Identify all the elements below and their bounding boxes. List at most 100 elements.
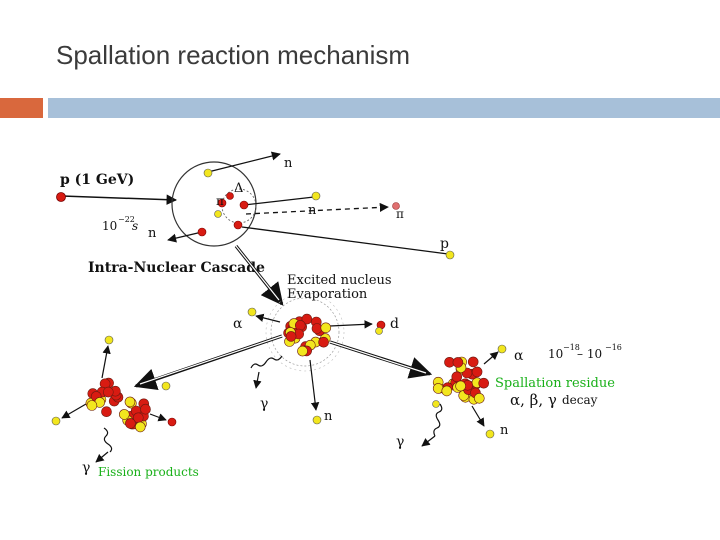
gamma-residue-wave bbox=[433, 403, 443, 437]
fission-fragment-2 bbox=[119, 396, 151, 433]
nucleon bbox=[86, 400, 98, 411]
deuteron-label: d bbox=[390, 316, 399, 332]
cascade-to-excited-arrow-inner bbox=[235, 245, 280, 301]
alpha-evap-track bbox=[255, 313, 281, 323]
nucleon bbox=[471, 366, 483, 378]
alpha-residue-track bbox=[483, 351, 499, 365]
incident-label: p (1 GeV) bbox=[60, 172, 134, 188]
time-range-a-mantissa: 10 bbox=[548, 347, 563, 361]
nucleon bbox=[101, 406, 112, 418]
fission-right-particle bbox=[167, 417, 177, 427]
pion-particle bbox=[392, 202, 400, 210]
neutron-evap-label: n bbox=[324, 409, 333, 424]
nucleus-clusters bbox=[85, 313, 490, 433]
time-start-exponent: −22 bbox=[118, 215, 135, 224]
nucleon bbox=[103, 386, 114, 398]
excited-halo-outer bbox=[265, 292, 345, 372]
fission-label: Fission products bbox=[98, 465, 199, 479]
nucleon bbox=[478, 377, 490, 389]
gamma-evap-wave bbox=[250, 355, 283, 369]
nucleon bbox=[452, 357, 464, 368]
time-start-mantissa: 10 bbox=[102, 219, 117, 233]
cascade-neutron-label-1: n bbox=[284, 156, 293, 171]
gamma-residue-arrow bbox=[421, 435, 436, 447]
nucleon bbox=[455, 380, 466, 392]
alpha-evap-particle bbox=[247, 307, 257, 317]
excited-to-fission-arrow-inner bbox=[139, 335, 283, 385]
nucleon bbox=[320, 322, 332, 334]
title-rule-bar bbox=[48, 98, 720, 118]
excited-nucleus bbox=[283, 313, 332, 357]
alpha-residue-particle bbox=[497, 344, 507, 354]
alpha-evap-label: α bbox=[233, 316, 243, 332]
fission-mid-particle bbox=[161, 381, 171, 391]
cascade-neutron-track-2 bbox=[167, 231, 203, 243]
pion-label-outer: π bbox=[396, 207, 404, 221]
nucleon bbox=[311, 323, 323, 334]
time-start-unit: s bbox=[132, 219, 138, 233]
title-accent-bar bbox=[0, 98, 43, 118]
time-range-b-exponent: −16 bbox=[605, 343, 622, 352]
delta-particle bbox=[311, 191, 321, 201]
excited-halo bbox=[270, 297, 340, 367]
gamma-fission-arrow bbox=[95, 451, 109, 463]
residue-side-particle bbox=[432, 400, 440, 408]
proton-out-track bbox=[241, 226, 449, 255]
delta-label: Δ bbox=[234, 181, 243, 196]
gamma-evap-label: γ bbox=[260, 396, 268, 412]
neutron-label-mid: n bbox=[308, 203, 317, 218]
alpha-residue-label: α bbox=[514, 348, 524, 364]
incident-proton bbox=[56, 192, 66, 202]
residue-label: Spallation residue bbox=[495, 376, 615, 391]
fission-fragment-1 bbox=[85, 377, 124, 418]
cascade-nucleon bbox=[226, 192, 234, 200]
gamma-fission-label: γ bbox=[82, 460, 90, 476]
cascade-nucleon bbox=[214, 210, 222, 218]
neutron-evap-particle bbox=[312, 415, 322, 425]
nucleon bbox=[124, 396, 136, 408]
excited-to-residue-arrow-inner bbox=[329, 341, 427, 374]
neutron-residue-particle bbox=[485, 429, 495, 439]
delta-track bbox=[243, 196, 315, 206]
gamma-evap-arrow bbox=[253, 371, 262, 389]
nucleon bbox=[441, 385, 453, 397]
pion-label-inner: π bbox=[216, 194, 224, 208]
neutron-evap-track bbox=[309, 359, 320, 411]
nucleon bbox=[140, 403, 151, 415]
cascade-neutron-track-1 bbox=[207, 151, 281, 173]
cascade-label: Intra-Nuclear Cascade bbox=[88, 260, 265, 276]
nucleon bbox=[473, 392, 485, 404]
nucleon bbox=[467, 356, 479, 368]
nucleon bbox=[125, 418, 136, 429]
slide-title: Spallation reaction mechanism bbox=[56, 40, 411, 70]
proton-out-particle bbox=[445, 250, 455, 260]
cascade-nucleon bbox=[233, 220, 243, 230]
fission-upper-particle bbox=[104, 335, 114, 345]
nucleon bbox=[318, 336, 329, 348]
cascade-neutron-label-2: n bbox=[148, 226, 157, 241]
fission-upper-track bbox=[101, 345, 111, 379]
fission-left-particle bbox=[51, 416, 61, 426]
nucleon bbox=[297, 345, 308, 357]
neutron-residue-track bbox=[471, 405, 485, 427]
neutron-residue-label: n bbox=[500, 423, 509, 438]
gamma-fission-wave bbox=[103, 427, 113, 453]
fission-left-track bbox=[61, 403, 87, 419]
proton-out-label: p bbox=[440, 236, 449, 252]
cascade-nucleon bbox=[197, 227, 207, 237]
cascade-nucleon bbox=[217, 198, 227, 208]
nucleon bbox=[119, 409, 130, 420]
fission-right-track bbox=[149, 413, 167, 422]
evaporation-label: Evaporation bbox=[287, 287, 368, 302]
cascade-neutron-1 bbox=[203, 168, 213, 178]
incident-proton-track bbox=[61, 194, 178, 205]
time-range-dash: – 10 bbox=[577, 347, 602, 361]
pion-track bbox=[245, 202, 389, 215]
excited-label: Excited nucleus bbox=[287, 273, 392, 288]
nucleon bbox=[294, 320, 306, 331]
spallation-residue-nucleus bbox=[432, 356, 490, 405]
time-range-a-exponent: −18 bbox=[563, 343, 580, 352]
nucleon bbox=[451, 371, 463, 383]
deuteron-track bbox=[329, 320, 373, 329]
